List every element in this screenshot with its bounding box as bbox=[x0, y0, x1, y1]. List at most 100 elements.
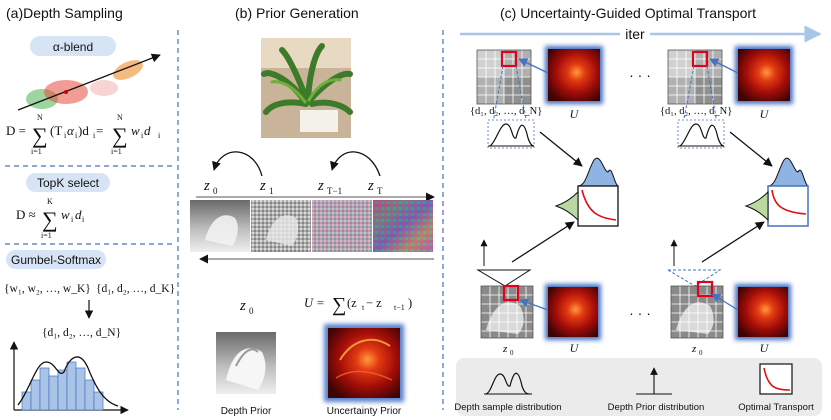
u-label-3: U bbox=[570, 341, 580, 355]
ot-plot-right bbox=[744, 157, 809, 227]
svg-text:z: z bbox=[691, 343, 697, 355]
depth-prior-label: Depth Prior bbox=[221, 406, 272, 417]
alpha-blend-label: α-blend bbox=[53, 40, 93, 54]
topk-equation: D ≈ ∑ K i=1 w i d i bbox=[16, 197, 85, 240]
svg-text:i=1: i=1 bbox=[41, 231, 52, 240]
camera-ray-arrow bbox=[17, 53, 161, 111]
svg-text:− z: − z bbox=[366, 296, 382, 310]
arrow-to-ot-right bbox=[729, 131, 773, 167]
svg-text:z: z bbox=[239, 298, 246, 314]
svg-text:0: 0 bbox=[213, 186, 218, 196]
legend-prior-label: Depth Prior distribution bbox=[608, 402, 705, 413]
d-set-left: {d₁, d₂, …, d_N} bbox=[470, 106, 542, 117]
svg-text:z: z bbox=[502, 343, 508, 355]
dots-bottom: · · · bbox=[629, 305, 651, 321]
svg-text:): ) bbox=[408, 296, 412, 310]
svg-text:i=1: i=1 bbox=[31, 147, 42, 156]
svg-text:∑: ∑ bbox=[42, 207, 58, 232]
iter-label-bg bbox=[620, 26, 650, 42]
uncertainty-prior-image bbox=[324, 324, 404, 402]
svg-text:(z: (z bbox=[347, 296, 357, 310]
arrow-to-ot-left bbox=[539, 131, 583, 167]
ot-plot-left bbox=[554, 157, 619, 227]
d-set-n: {d₁, d₂, …, d_N} bbox=[42, 327, 121, 339]
svg-text:w: w bbox=[131, 123, 140, 138]
uncertainty-formula: U = ∑ (z t − z t−1 ) bbox=[304, 294, 412, 316]
u-label-1: U bbox=[570, 107, 580, 121]
svg-text:0: 0 bbox=[510, 349, 514, 357]
svg-text:t: t bbox=[362, 303, 365, 312]
panel-b-title: (b) Prior Generation bbox=[235, 5, 359, 21]
iter-label: iter bbox=[625, 26, 645, 42]
arrow-bottom-to-ot-right bbox=[701, 221, 765, 263]
svg-text:∑: ∑ bbox=[112, 123, 128, 148]
legend-sample-label: Depth sample distribution bbox=[454, 402, 561, 413]
arc-zT-to-zTm1 bbox=[330, 151, 381, 177]
svg-text:=: = bbox=[96, 123, 103, 138]
z0-label-left: z 0 bbox=[502, 343, 514, 357]
sample-distribution-left bbox=[487, 119, 535, 149]
legend-box bbox=[456, 358, 822, 416]
svg-text:i: i bbox=[75, 131, 78, 140]
d-set-k: {d₁, d₂, …, d_K} bbox=[96, 283, 175, 295]
svg-text:z: z bbox=[259, 178, 266, 194]
svg-text:D ≈: D ≈ bbox=[16, 207, 36, 222]
panel-c-title: (c) Uncertainty-Guided Optimal Transport bbox=[500, 5, 756, 21]
uncertainty-map-top-1 bbox=[545, 46, 603, 104]
uncertainty-map-bottom-1 bbox=[545, 284, 601, 340]
svg-text:N: N bbox=[117, 113, 123, 122]
svg-text:d: d bbox=[144, 123, 151, 138]
svg-text:N: N bbox=[37, 113, 43, 122]
sample-grid-top-right bbox=[667, 49, 723, 105]
svg-text:T: T bbox=[377, 186, 383, 196]
uncertainty-prior-label: Uncertainty Prior bbox=[327, 406, 402, 417]
svg-text:t−1: t−1 bbox=[394, 303, 405, 312]
diffusion-strip bbox=[190, 200, 433, 252]
svg-text:z: z bbox=[203, 178, 210, 194]
w-set: {w₁, w₂, …, w_K} bbox=[4, 283, 91, 295]
depth-grid-bottom-right bbox=[670, 280, 724, 339]
svg-text:0: 0 bbox=[249, 306, 254, 316]
legend-ot-label: Optimal Transport bbox=[738, 402, 814, 413]
sample-grid-top-left bbox=[476, 49, 532, 105]
gumbel-softmax-label: Gumbel-Softmax bbox=[11, 253, 101, 267]
z0-label-right: z 0 bbox=[691, 343, 703, 357]
sample-histogram bbox=[9, 341, 129, 415]
gumbel-softmax-pill bbox=[6, 250, 106, 269]
legend-prior-icon bbox=[636, 367, 672, 395]
ray-sample-point bbox=[64, 90, 68, 94]
svg-text:)d: )d bbox=[78, 123, 89, 138]
svg-text:z: z bbox=[317, 178, 324, 194]
gaussian-blob-orange bbox=[113, 60, 143, 80]
svg-text:(T: (T bbox=[50, 123, 62, 138]
arc-z1-to-z0 bbox=[212, 151, 263, 177]
svg-text:i: i bbox=[141, 131, 144, 140]
u-to-grid-arrow-1 bbox=[518, 58, 549, 74]
svg-text:T−1: T−1 bbox=[327, 186, 342, 196]
svg-text:i: i bbox=[158, 131, 161, 140]
uncertainty-map-top-2 bbox=[735, 46, 793, 104]
alpha-blend-pill bbox=[30, 36, 116, 56]
u-to-depth-arrow-right bbox=[711, 293, 739, 311]
topk-select-pill bbox=[26, 173, 110, 192]
svg-text:0: 0 bbox=[699, 349, 703, 357]
legend-sample-icon bbox=[484, 372, 532, 395]
svg-text:i: i bbox=[64, 131, 67, 140]
prior-distribution-left bbox=[476, 239, 532, 287]
svg-text:D =: D = bbox=[6, 123, 26, 138]
depth-grid-bottom-left bbox=[480, 284, 534, 339]
svg-text:w: w bbox=[61, 207, 70, 222]
svg-text:K: K bbox=[47, 197, 53, 206]
u-to-grid-arrow-2 bbox=[709, 58, 739, 74]
topk-select-label: TopK select bbox=[37, 176, 100, 190]
arrow-bottom-to-ot-left bbox=[511, 221, 575, 263]
d-set-right: {d₁, d₂, …, d_N} bbox=[660, 106, 732, 117]
input-photo bbox=[261, 38, 353, 138]
svg-text:i: i bbox=[71, 215, 74, 224]
gaussian-blob-pink bbox=[90, 80, 118, 96]
alpha-blend-equation: D = ∑ N i=1 (T i α i )d i = ∑ N i=1 w i … bbox=[6, 113, 161, 156]
u-label-2: U bbox=[760, 107, 770, 121]
u-to-depth-arrow-left bbox=[519, 298, 549, 311]
depth-prior-image bbox=[216, 332, 276, 394]
svg-text:α: α bbox=[67, 123, 75, 138]
